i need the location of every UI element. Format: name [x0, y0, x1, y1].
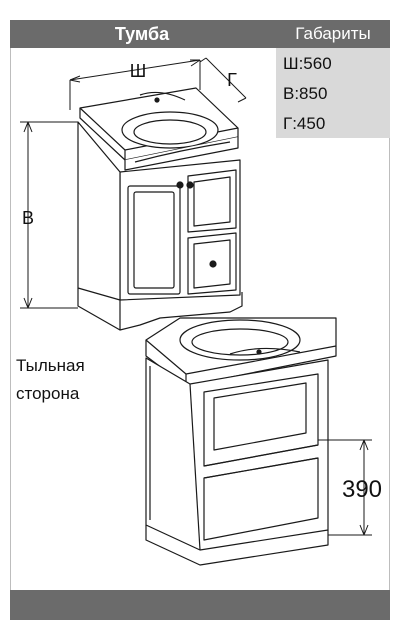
back-side-label-line1: Тыльная: [16, 356, 85, 375]
height-dimension: [20, 121, 78, 309]
height-dimension-label: В: [22, 208, 34, 228]
back-side-label-line2: сторона: [16, 384, 80, 403]
depth-dimension: [199, 57, 247, 103]
opening-height-label: 390: [342, 476, 382, 503]
depth-dimension-label: Г: [227, 70, 237, 90]
opening-height-dimension: [318, 439, 372, 536]
specs-box: [276, 48, 390, 138]
header-bar: [10, 20, 390, 48]
spec-width: Ш:560: [283, 54, 332, 73]
front-cabinet-illustration: [77, 87, 243, 331]
spec-depth: Г:450: [283, 114, 326, 133]
width-dimension: [69, 59, 201, 110]
footer-bar: [10, 590, 390, 620]
specs-header: Габариты: [295, 24, 371, 43]
width-dimension-label: Ш: [130, 61, 147, 81]
spec-height: В:850: [283, 84, 328, 103]
header-title: Тумба: [114, 24, 170, 44]
back-cabinet-illustration: [145, 317, 337, 566]
